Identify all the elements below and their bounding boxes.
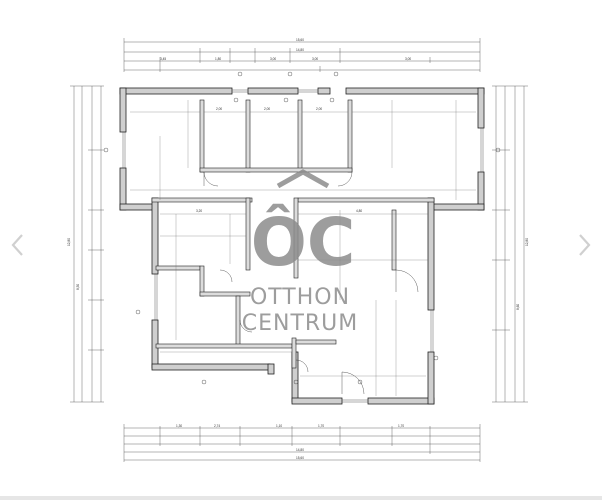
right-sub-label: 8,60 xyxy=(516,304,520,310)
chevron-left-icon xyxy=(11,234,23,256)
top-segment-label: 3,00 xyxy=(405,57,411,61)
right-total-label: 12,80 xyxy=(525,238,529,246)
room-dimension-labels: 2,00 2,00 2,00 3,20 4,80 xyxy=(196,107,362,213)
bottom-segment-label: 1,70 xyxy=(398,424,404,428)
previous-image-button[interactable] xyxy=(6,228,28,262)
bottom-segment-label: 1,70 xyxy=(318,424,324,428)
bottom-dimension-labels: 1,30 2,74 1,10 1,70 1,70 14,80 15,60 xyxy=(176,424,404,460)
top-segment-label: 3,00 xyxy=(270,57,276,61)
top-segment-label: 3,00 xyxy=(312,57,318,61)
interior-walls xyxy=(151,99,435,369)
openings xyxy=(122,89,484,403)
top-total-outer-label: 15,60 xyxy=(296,38,304,42)
top-total-inner-label: 14,80 xyxy=(296,48,304,52)
room-width-label: 3,20 xyxy=(196,209,202,213)
top-dimension-chains xyxy=(123,38,481,72)
bottom-segment-label: 1,10 xyxy=(276,424,282,428)
level-markers xyxy=(103,71,501,385)
bottom-segment-label: 1,30 xyxy=(176,424,182,428)
exterior-walls xyxy=(119,87,485,405)
side-dimension-chains xyxy=(70,85,528,403)
room-width-label: 2,00 xyxy=(316,107,322,111)
viewer-bottom-border xyxy=(0,496,602,500)
otthon-centrum-watermark: ÔC OTTHON CENTRUM xyxy=(242,169,359,336)
next-image-button[interactable] xyxy=(574,228,596,262)
watermark-roof-icon xyxy=(276,169,330,189)
room-width-label: 2,00 xyxy=(216,107,222,111)
room-width-label: 2,00 xyxy=(264,107,270,111)
left-total-label: 12,80 xyxy=(67,238,71,246)
bottom-total-outer-label: 15,60 xyxy=(296,456,304,460)
room-width-label: 4,80 xyxy=(356,209,362,213)
bottom-total-inner-label: 14,80 xyxy=(296,448,304,452)
side-dimension-labels: 12,80 8,50 12,80 8,60 xyxy=(67,238,529,310)
chevron-right-icon xyxy=(579,234,591,256)
watermark-line1: OTTHON xyxy=(250,285,350,310)
watermark-line2: CENTRUM xyxy=(242,311,359,336)
top-segment-label: 3,45 xyxy=(160,57,166,61)
bottom-dimension-chains xyxy=(123,424,481,462)
top-segment-label: 1,80 xyxy=(215,57,221,61)
bottom-segment-label: 2,74 xyxy=(214,424,220,428)
watermark-logo-letters: ÔC xyxy=(251,204,356,281)
top-dimension-labels: 15,60 14,80 3,45 1,80 3,00 3,00 3,00 xyxy=(160,38,411,61)
left-sub-label: 8,50 xyxy=(76,284,80,290)
interior-dimension-lines xyxy=(130,100,476,396)
